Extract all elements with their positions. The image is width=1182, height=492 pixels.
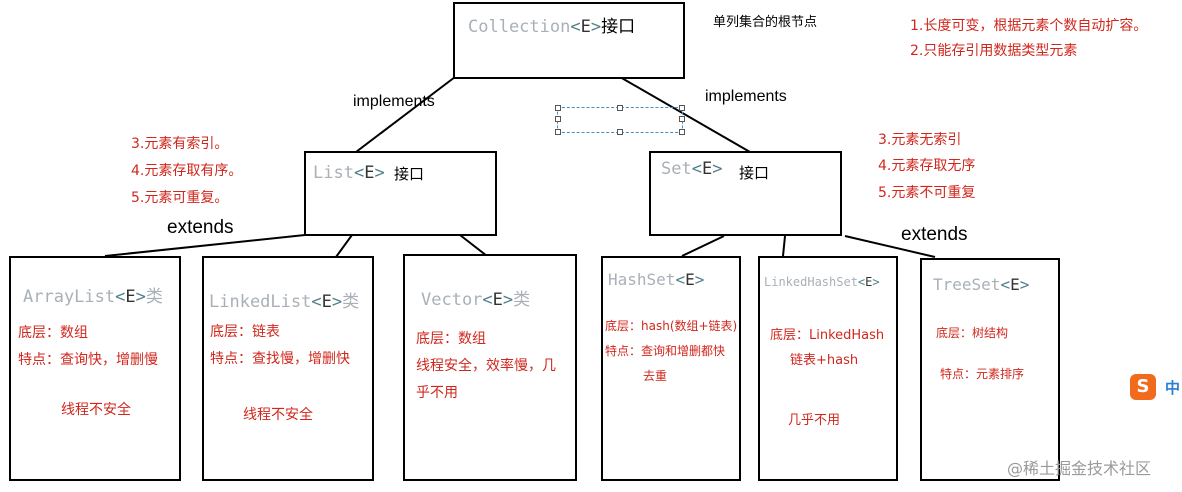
edge-set-linkedhashset — [782, 235, 786, 257]
treeset-generic: E — [1010, 275, 1020, 294]
selection-handle[interactable] — [679, 105, 685, 111]
vector-box: Vector<E>类 底层：数组 线程安全，效率慢，几 乎不用 — [403, 254, 577, 481]
list-title: List<E> — [313, 163, 385, 183]
collection-box: Collection<E>接口 — [453, 2, 685, 79]
set-note-2: 4.元素存取无序 — [878, 158, 976, 174]
set-note-3: 5.元素不可重复 — [878, 185, 976, 201]
extends-label-left: extends — [167, 217, 234, 238]
watermark: @稀土掘金技术社区 — [1007, 459, 1152, 478]
edge-list-vector — [459, 234, 488, 257]
vector-line-3: 乎不用 — [416, 385, 458, 401]
linkedlist-line-3: 线程不安全 — [243, 407, 313, 423]
linkedlist-generic: E — [321, 292, 332, 312]
linkedlist-line-1: 底层：链表 — [210, 324, 280, 340]
hashset-box: HashSet<E> 底层：hash(数组+链表) 特点：查询和增删都快 去重 — [601, 256, 741, 481]
collection-title: Collection<E>接口 — [468, 17, 636, 37]
selection-handle[interactable] — [679, 116, 685, 122]
selection-handle[interactable] — [617, 105, 623, 111]
list-generic: E — [364, 163, 375, 183]
linkedhashset-line-3: 几乎不用 — [788, 413, 841, 428]
linkedhashset-code: LinkedHashSet — [764, 275, 858, 289]
implements-label-left: implements — [353, 93, 435, 110]
collection-suffix: 接口 — [601, 17, 636, 37]
hashset-line-3: 去重 — [643, 369, 668, 383]
treeset-title: TreeSet<E> — [933, 275, 1030, 294]
arraylist-suffix: 类 — [145, 287, 163, 307]
edge-list-arraylist — [104, 234, 306, 257]
arraylist-line-1: 底层：数组 — [18, 325, 88, 341]
list-code: List — [313, 163, 354, 183]
linkedlist-code: LinkedList — [209, 292, 312, 312]
arraylist-box: ArrayList<E>类 底层：数组 特点：查询快，增删慢 线程不安全 — [9, 256, 181, 481]
selection-handle[interactable] — [555, 129, 561, 135]
hashset-title: HashSet<E> — [608, 270, 705, 289]
linkedlist-title: LinkedList<E>类 — [209, 292, 360, 312]
list-suffix: 接口 — [394, 165, 425, 183]
set-suffix: 接口 — [739, 164, 770, 182]
collection-note-2: 2.只能存引用数据类型元素 — [910, 43, 1078, 59]
set-title: Set<E> — [661, 159, 723, 179]
vector-suffix: 类 — [513, 290, 531, 310]
arraylist-line-2: 特点：查询快，增删慢 — [18, 352, 158, 368]
arraylist-title: ArrayList<E>类 — [23, 287, 163, 307]
collection-note-1: 1.长度可变，根据元素个数自动扩容。 — [910, 18, 1148, 34]
selection-handle[interactable] — [679, 129, 685, 135]
ime-logo-icon: S — [1130, 374, 1156, 400]
selection-handle[interactable] — [555, 116, 561, 122]
edge-set-treeset — [844, 235, 936, 258]
vector-line-1: 底层：数组 — [416, 331, 486, 347]
linkedhashset-title: LinkedHashSet<E> — [764, 275, 880, 289]
edge-set-hashset — [681, 235, 725, 257]
treeset-box: TreeSet<E> 底层：树结构 特点：元素排序 — [920, 258, 1060, 481]
linkedlist-box: LinkedList<E>类 底层：链表 特点：查找慢，增删快 线程不安全 — [202, 256, 374, 481]
arraylist-line-3: 线程不安全 — [61, 402, 131, 418]
linkedhashset-generic: E — [865, 275, 873, 289]
root-note: 单列集合的根节点 — [713, 15, 818, 30]
extends-label-right: extends — [901, 224, 968, 245]
linkedhashset-box: LinkedHashSet<E> 底层：LinkedHash 链表+hash 几… — [758, 256, 898, 481]
set-generic: E — [701, 159, 713, 179]
linkedhashset-line-2: 链表+hash — [790, 353, 859, 368]
linkedhashset-line-1: 底层：LinkedHash — [770, 328, 885, 343]
treeset-line-2: 特点：元素排序 — [940, 367, 1025, 381]
hashset-generic: E — [685, 270, 695, 289]
edge-collection-set — [619, 76, 751, 153]
list-note-1: 3.元素有索引。 — [131, 136, 229, 152]
linkedlist-suffix: 类 — [342, 292, 360, 312]
vector-title: Vector<E>类 — [421, 290, 531, 310]
selection-handle[interactable] — [617, 129, 623, 135]
list-box: List<E> 接口 — [304, 151, 497, 236]
hashset-line-1: 底层：hash(数组+链表) — [605, 319, 738, 333]
hashset-code: HashSet — [608, 270, 676, 289]
hashset-line-2: 特点：查询和增删都快 — [605, 344, 726, 358]
vector-line-2: 线程安全，效率慢，几 — [416, 358, 556, 374]
collection-generic: E — [580, 17, 591, 37]
ime-badge[interactable]: S 中 — [1130, 374, 1182, 404]
edge-list-linkedlist — [335, 234, 353, 258]
linkedlist-line-2: 特点：查找慢，增删快 — [210, 351, 350, 367]
implements-label-right: implements — [705, 88, 787, 105]
ime-mode-label: 中 — [1165, 379, 1181, 397]
treeset-line-1: 底层：树结构 — [936, 326, 1009, 340]
edge-collection-list — [355, 76, 456, 153]
collection-code: Collection — [468, 17, 571, 37]
list-note-2: 4.元素存取有序。 — [131, 163, 243, 179]
selection-handle[interactable] — [555, 105, 561, 111]
arraylist-code: ArrayList — [23, 287, 116, 307]
list-note-3: 5.元素可重复。 — [131, 190, 229, 206]
treeset-code: TreeSet — [933, 275, 1001, 294]
set-box: Set<E> 接口 — [649, 151, 842, 236]
vector-generic: E — [492, 290, 503, 310]
arraylist-generic: E — [125, 287, 136, 307]
set-note-1: 3.元素无索引 — [878, 132, 962, 148]
set-code: Set — [661, 159, 692, 179]
vector-code: Vector — [421, 290, 483, 310]
selection-frame[interactable] — [555, 105, 685, 135]
ime-glyph: S — [1136, 376, 1150, 397]
